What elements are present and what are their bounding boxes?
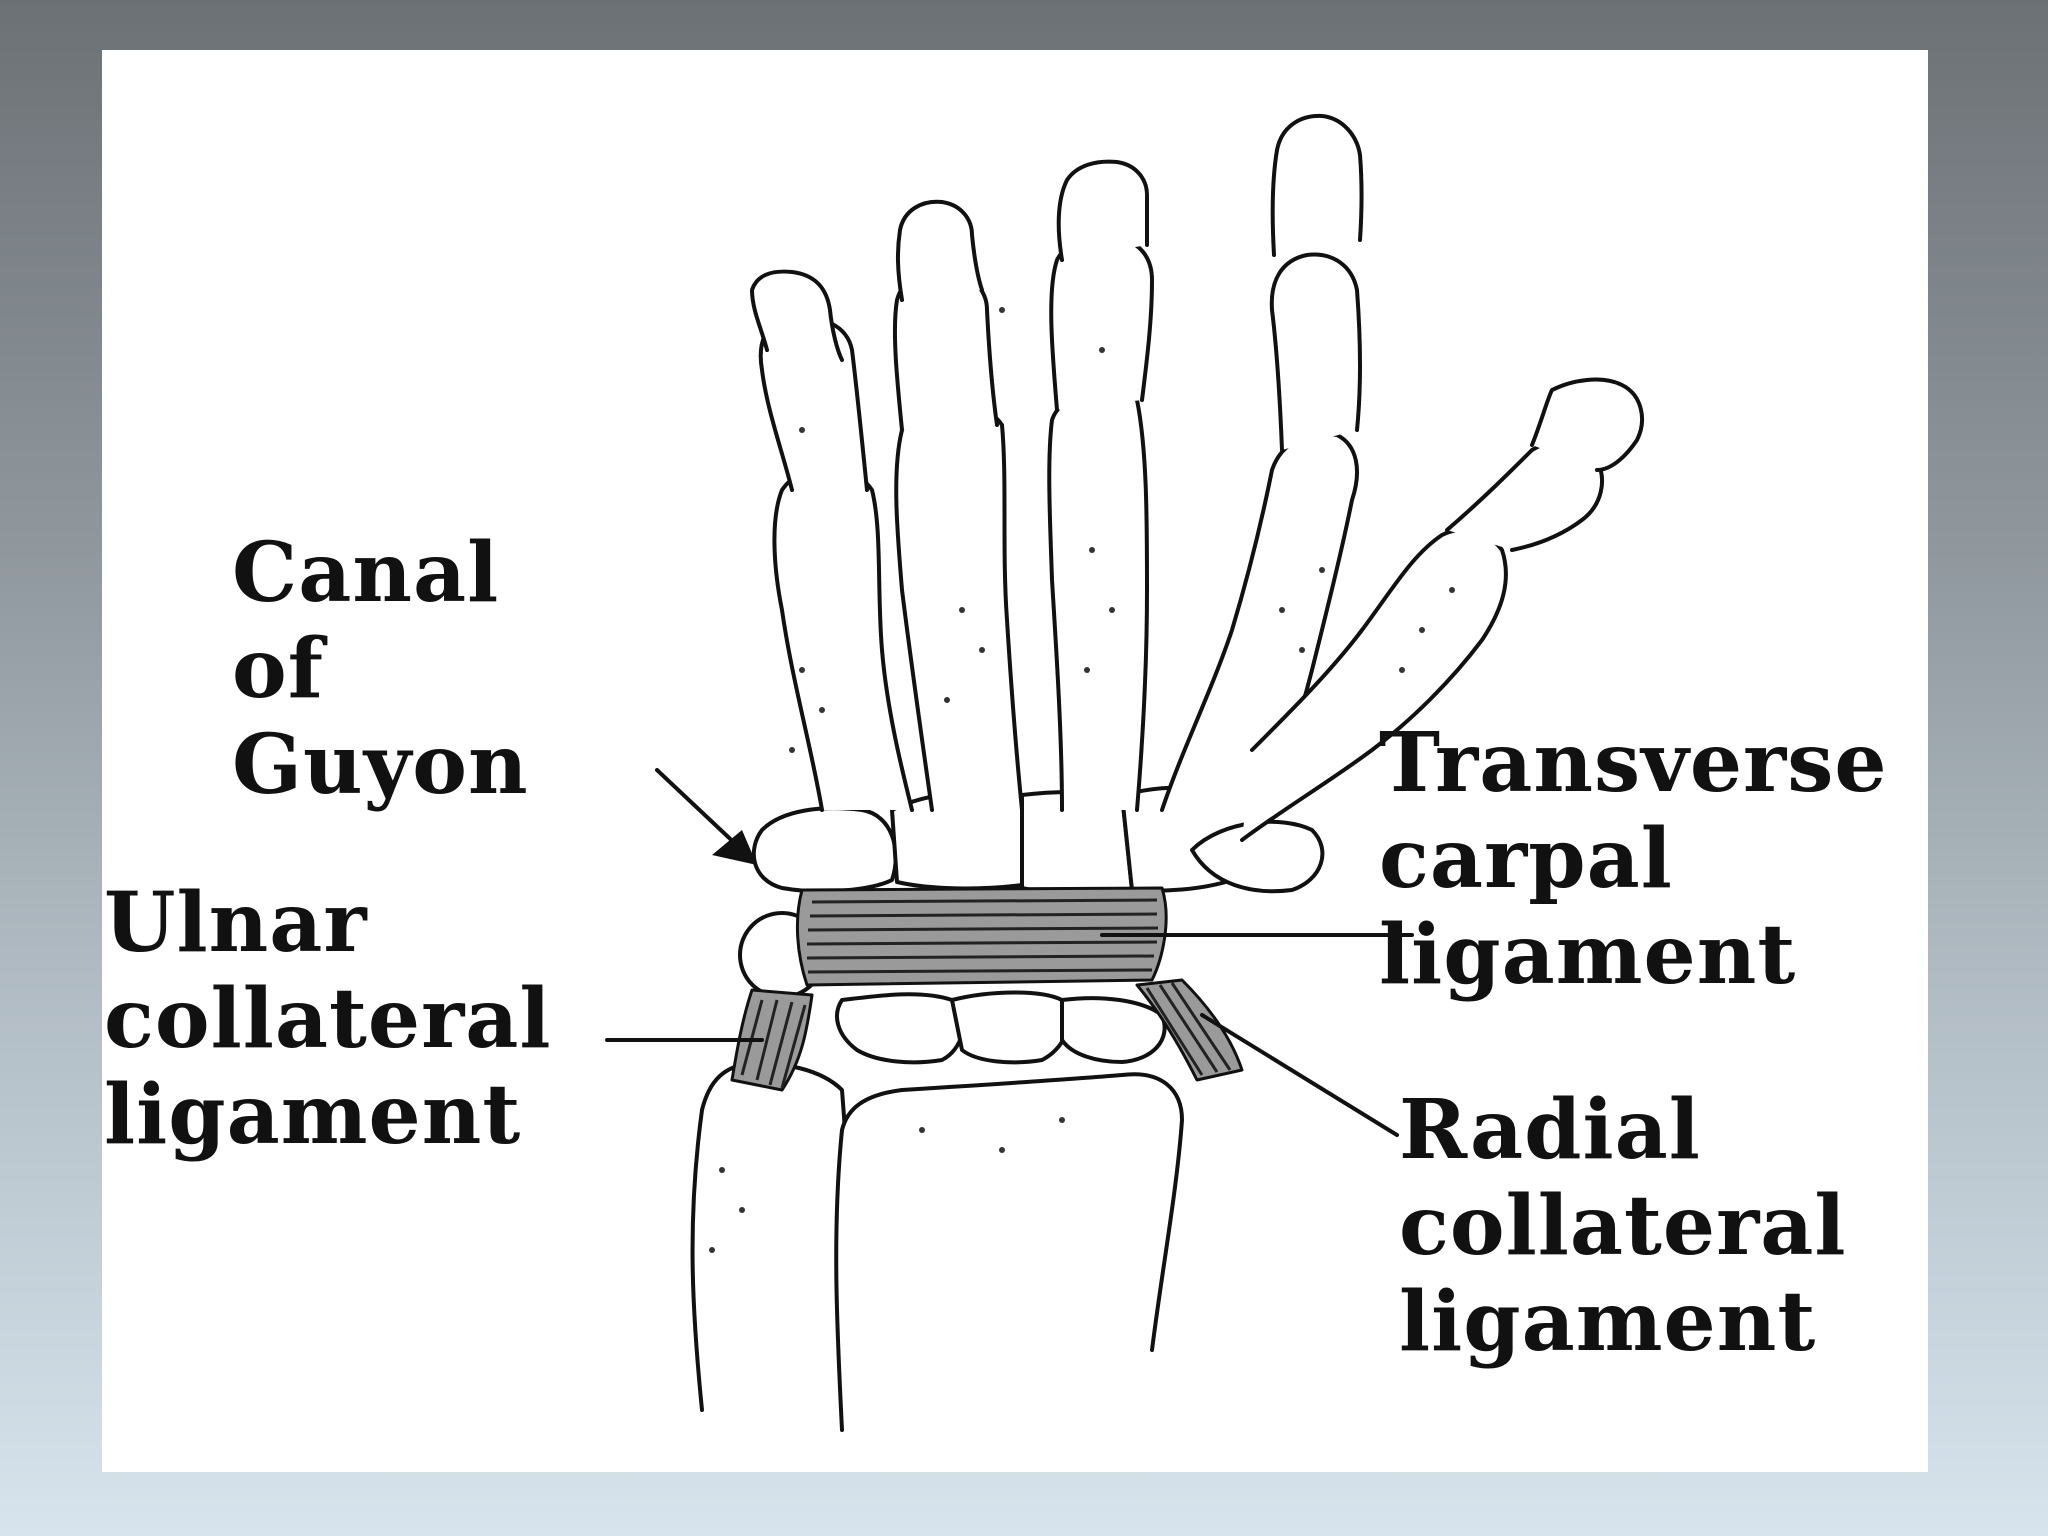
canal-of-guyon-arrowhead (712, 830, 757, 865)
index-finger-phalanx (1269, 252, 1363, 452)
carpal-bone (950, 990, 1070, 1065)
transverse-carpal-line-3: ligament (1379, 907, 1797, 1003)
ring-finger-metacarpal (894, 401, 1024, 812)
canal-of-guyon-line-3: Guyon (232, 717, 529, 813)
bone-texture (709, 307, 1455, 1253)
thumb-tip (1530, 377, 1644, 472)
carpal-bone (1060, 996, 1167, 1064)
radial-collateral-line-2: collateral (1399, 1178, 1847, 1274)
radial-ligament-leader (1200, 1013, 1399, 1137)
little-finger-metacarpal (772, 465, 914, 812)
ulna-bone (690, 1061, 850, 1412)
carpal-bone (751, 806, 898, 894)
ulnar-collateral-ligament (730, 988, 814, 1092)
wrist-anatomy-illustration (605, 113, 1644, 1432)
canal-of-guyon-line-2: of (232, 621, 324, 717)
ulnar-collateral-ligament-label: Ulnar collateral ligament (104, 875, 552, 1163)
canal-of-guyon-arrow-line (655, 768, 744, 852)
little-finger-tip (750, 269, 844, 362)
ulnar-collateral-line-3: ligament (104, 1067, 522, 1163)
middle-finger-phalanx (1049, 235, 1154, 412)
transverse-carpal-ligament (795, 886, 1168, 987)
canal-of-guyon-line-1: Canal (232, 525, 500, 621)
ulnar-collateral-line-1: Ulnar (104, 875, 368, 971)
ulnar-collateral-line-2: collateral (104, 971, 552, 1067)
carpal-bone (835, 992, 965, 1065)
radial-collateral-ligament-label: Radial collateral ligament (1399, 1082, 1847, 1370)
slide-frame: Canal of Guyon Ulnar collateral ligament… (102, 50, 1928, 1472)
ring-finger-tip (895, 199, 984, 302)
middle-finger-tip (1056, 159, 1149, 262)
thumb-metacarpal (1240, 528, 1508, 842)
radial-collateral-line-3: ligament (1399, 1274, 1817, 1370)
radial-collateral-ligament (1135, 978, 1244, 1082)
radius-bone (834, 1072, 1184, 1432)
transverse-carpal-ligament-label: Transverse carpal ligament (1379, 715, 1888, 1003)
transverse-carpal-line-1: Transverse (1379, 715, 1888, 811)
transverse-carpal-line-2: carpal (1379, 811, 1673, 907)
radial-collateral-line-1: Radial (1399, 1082, 1701, 1178)
index-finger-tip (1270, 113, 1364, 257)
middle-finger-metacarpal (1047, 389, 1149, 812)
canal-of-guyon-label: Canal of Guyon (232, 525, 529, 813)
